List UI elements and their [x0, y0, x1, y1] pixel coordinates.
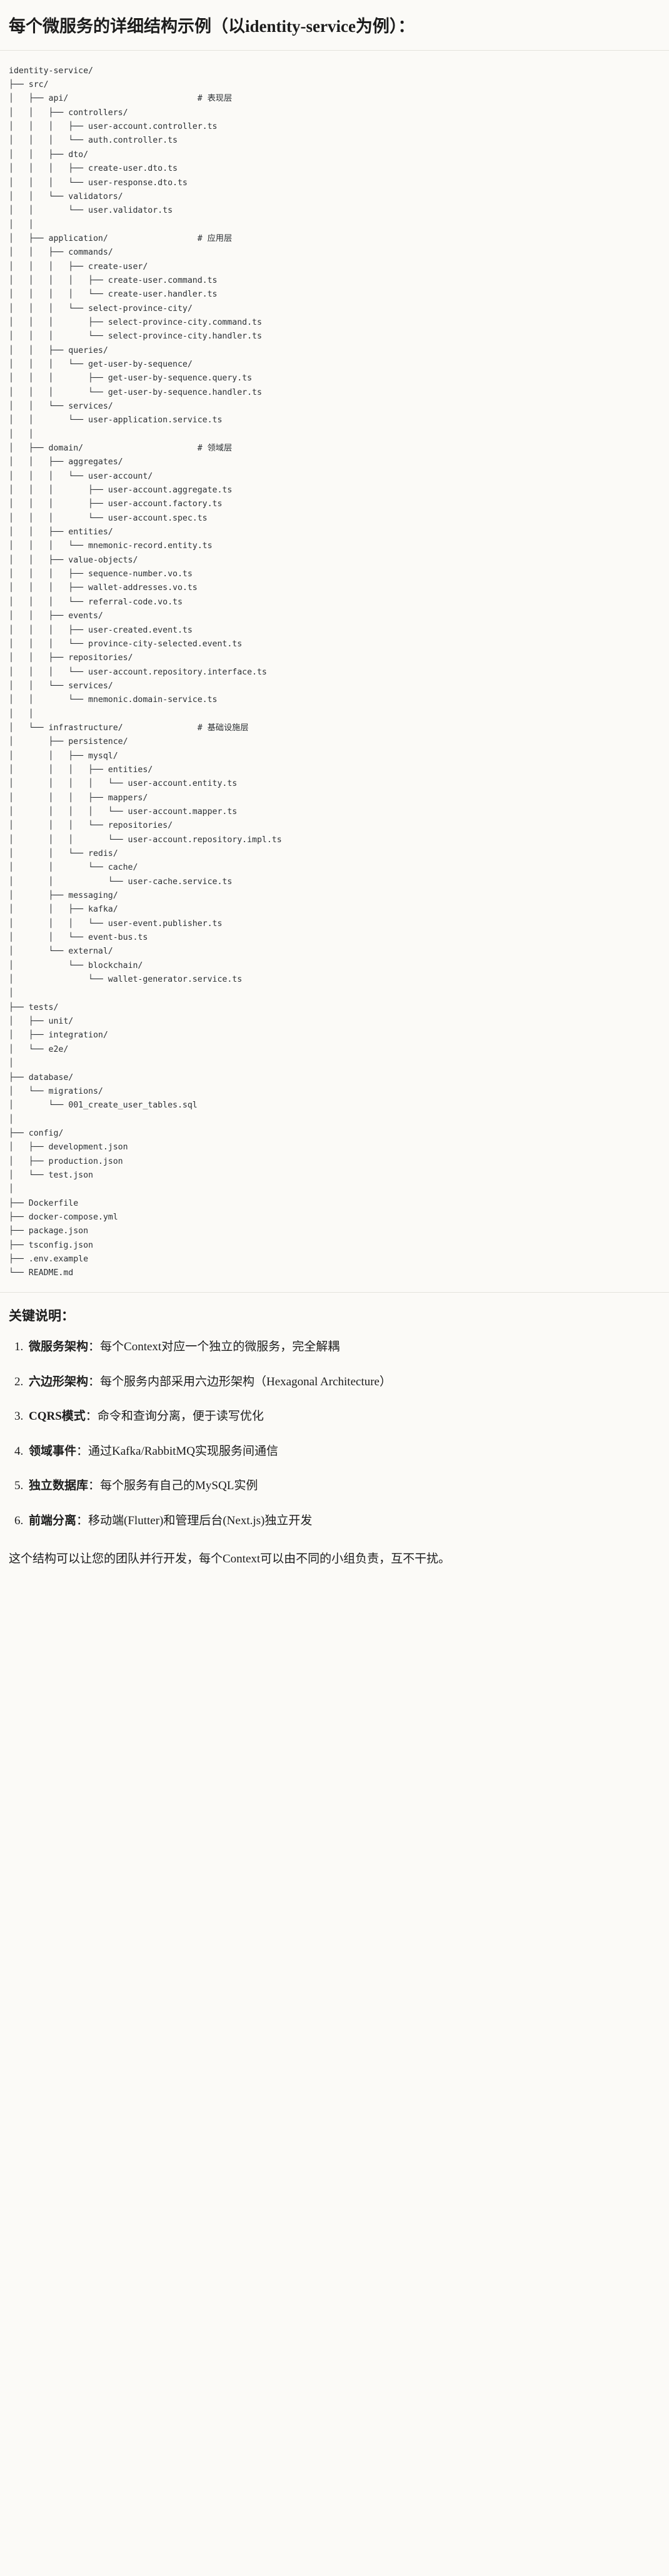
note-term: 领域事件: [29, 1444, 77, 1458]
note-description: 通过Kafka/RabbitMQ实现服务间通信: [88, 1444, 279, 1458]
note-description: 每个服务内部采用六边形架构（Hexagonal Architecture）: [100, 1375, 391, 1388]
note-separator: ：: [76, 1444, 89, 1458]
list-item: 六边形架构：每个服务内部采用六边形架构（Hexagonal Architectu…: [26, 1373, 660, 1391]
note-separator: ：: [76, 1514, 89, 1527]
note-description: 移动端(Flutter)和管理后台(Next.js)独立开发: [88, 1514, 313, 1527]
note-separator: ：: [85, 1410, 98, 1423]
note-description: 每个服务有自己的MySQL实例: [100, 1479, 258, 1493]
list-item: CQRS模式：命令和查询分离，便于读写优化: [26, 1408, 660, 1425]
note-separator: ：: [88, 1479, 101, 1493]
directory-tree: identity-service/ ├── src/ │ ├── api/ # …: [9, 66, 282, 1278]
note-term: 微服务架构: [29, 1340, 89, 1353]
list-item: 前端分离：移动端(Flutter)和管理后台(Next.js)独立开发: [26, 1512, 660, 1530]
key-notes-section: 关键说明： 微服务架构：每个Context对应一个独立的微服务，完全解耦 六边形…: [0, 1291, 669, 1579]
note-description: 每个Context对应一个独立的微服务，完全解耦: [100, 1340, 340, 1353]
page-header: 每个微服务的详细结构示例（以identity-service为例）：: [0, 0, 669, 51]
page-title: 每个微服务的详细结构示例（以identity-service为例）：: [9, 17, 415, 36]
note-term: 前端分离: [29, 1514, 77, 1527]
list-item: 微服务架构：每个Context对应一个独立的微服务，完全解耦: [26, 1338, 660, 1356]
key-notes-heading: 关键说明：: [9, 1308, 74, 1323]
list-item: 领域事件：通过Kafka/RabbitMQ实现服务间通信: [26, 1443, 660, 1460]
note-separator: ：: [88, 1375, 101, 1388]
note-term: 独立数据库: [29, 1479, 89, 1493]
list-item: 独立数据库：每个服务有自己的MySQL实例: [26, 1477, 660, 1495]
note-term: 六边形架构: [29, 1375, 89, 1388]
closing-paragraph: 这个结构可以让您的团队并行开发，每个Context可以由不同的小组负责，互不干扰…: [9, 1552, 451, 1566]
note-separator: ：: [88, 1340, 101, 1353]
note-term: CQRS模式: [29, 1410, 86, 1423]
note-description: 命令和查询分离，便于读写优化: [97, 1410, 264, 1423]
directory-tree-block: identity-service/ ├── src/ │ ├── api/ # …: [0, 50, 669, 1292]
key-notes-list: 微服务架构：每个Context对应一个独立的微服务，完全解耦 六边形架构：每个服…: [9, 1338, 660, 1529]
